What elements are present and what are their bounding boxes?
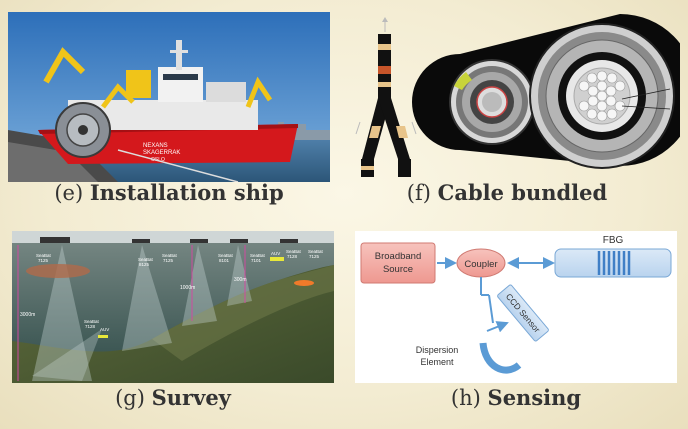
vehicle-label: SeaBat	[36, 253, 52, 258]
vehicle-label: AUV	[271, 251, 280, 256]
caption-f-title: Cable bundled	[437, 180, 608, 205]
vehicle-label: SeaBat	[250, 253, 266, 258]
vehicle-label: SeaBat	[84, 319, 100, 324]
caption-e-letter: (e)	[54, 181, 84, 205]
hull-name-text: NEXANS	[143, 143, 168, 149]
caption-h: (h) Sensing	[355, 385, 677, 410]
vehicle-label: 7125	[309, 254, 320, 259]
caption-e-title: Installation ship	[89, 180, 284, 205]
vehicle-label: 7128	[85, 324, 96, 329]
depth-label: 1000m	[180, 285, 195, 291]
vehicle-label: SeaBat	[218, 253, 234, 258]
hull-name-text-2: SKAGERRAK	[143, 150, 180, 156]
vehicle-label: 8101	[219, 258, 230, 263]
depth-label: 3000m	[20, 312, 35, 318]
dispersion-label-line2: Element	[420, 357, 454, 367]
vehicle-label: 8125	[139, 262, 150, 267]
caption-h-letter: (h)	[450, 386, 481, 410]
ccd-sensor-label: CCD Sensor	[504, 292, 542, 335]
depth-label: 300m	[234, 277, 247, 283]
broadband-source-label-line2: Source	[383, 264, 413, 275]
vehicle-label: SeaBat	[162, 253, 178, 258]
sensing-diagram: Broadband Source Coupler FBG CCD Sensor	[355, 231, 677, 383]
caption-h-title: Sensing	[487, 385, 582, 410]
vehicle-label: SeaBat	[308, 249, 324, 254]
caption-g: (g) Survey	[12, 385, 334, 410]
broadband-source-label-line1: Broadband	[375, 251, 421, 262]
vehicle-label: SeaBat	[286, 249, 302, 254]
coupler-label: Coupler	[464, 259, 497, 270]
cable-bundled-image	[350, 14, 680, 184]
vehicle-label: 7128	[287, 254, 298, 259]
fbg-label: FBG	[603, 235, 624, 246]
installation-ship-image: NEXANS SKAGERRAK OSLO	[8, 12, 330, 182]
vehicle-label: AUV	[100, 327, 109, 332]
caption-f-letter: (f)	[406, 181, 431, 205]
dispersion-label-line1: Dispersion	[416, 345, 459, 355]
vehicle-label: 7125	[163, 258, 174, 263]
survey-image: 3000m 1000m 300m SeaBat 7125 AUV SeaBat …	[12, 231, 334, 383]
caption-g-letter: (g)	[115, 386, 145, 410]
caption-f: (f) Cable bundled	[350, 180, 664, 205]
caption-e: (e) Installation ship	[8, 180, 330, 205]
vehicle-label: 7101	[251, 258, 262, 263]
caption-g-title: Survey	[151, 385, 231, 410]
vehicle-label: SeaBat	[138, 257, 154, 262]
vehicle-label: 7125	[38, 258, 49, 263]
